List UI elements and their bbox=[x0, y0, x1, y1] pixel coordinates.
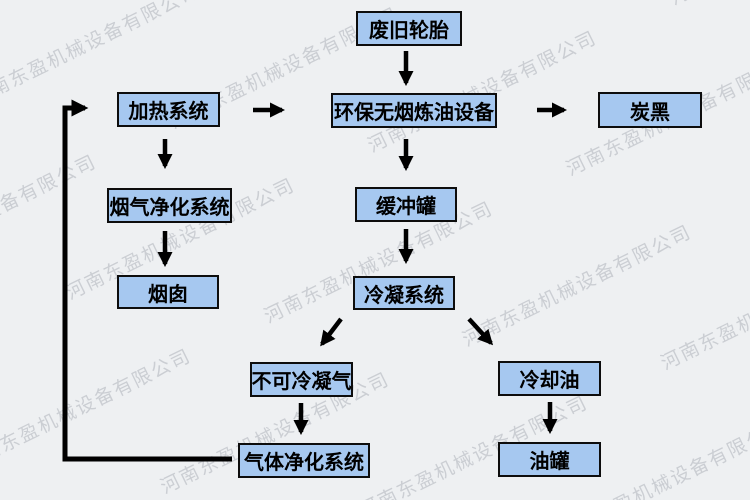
node-waste-tires: 废旧轮胎 bbox=[356, 11, 462, 46]
arrow-condensing-to-noncondensable bbox=[320, 317, 343, 347]
node-gas-purification: 气体净化系统 bbox=[238, 443, 370, 478]
node-carbon-black: 炭黑 bbox=[598, 92, 702, 128]
node-buffer-tank: 缓冲罐 bbox=[355, 187, 457, 222]
node-oil-tank: 油罐 bbox=[498, 442, 601, 477]
arrow-gaspurification-to-heating-loop bbox=[62, 99, 232, 462]
node-chimney: 烟囱 bbox=[117, 275, 219, 309]
node-non-condensable-gas: 不可冷凝气 bbox=[250, 362, 353, 397]
node-heating-system: 加热系统 bbox=[117, 92, 220, 127]
node-cooling-oil: 冷却油 bbox=[498, 361, 601, 396]
node-condensing-system: 冷凝系统 bbox=[353, 276, 455, 310]
node-pyrolysis-equipment: 环保无烟炼油设备 bbox=[331, 93, 497, 128]
node-flue-gas-purification: 烟气净化系统 bbox=[107, 188, 232, 223]
arrow-condensing-to-coolingoil bbox=[467, 317, 494, 346]
